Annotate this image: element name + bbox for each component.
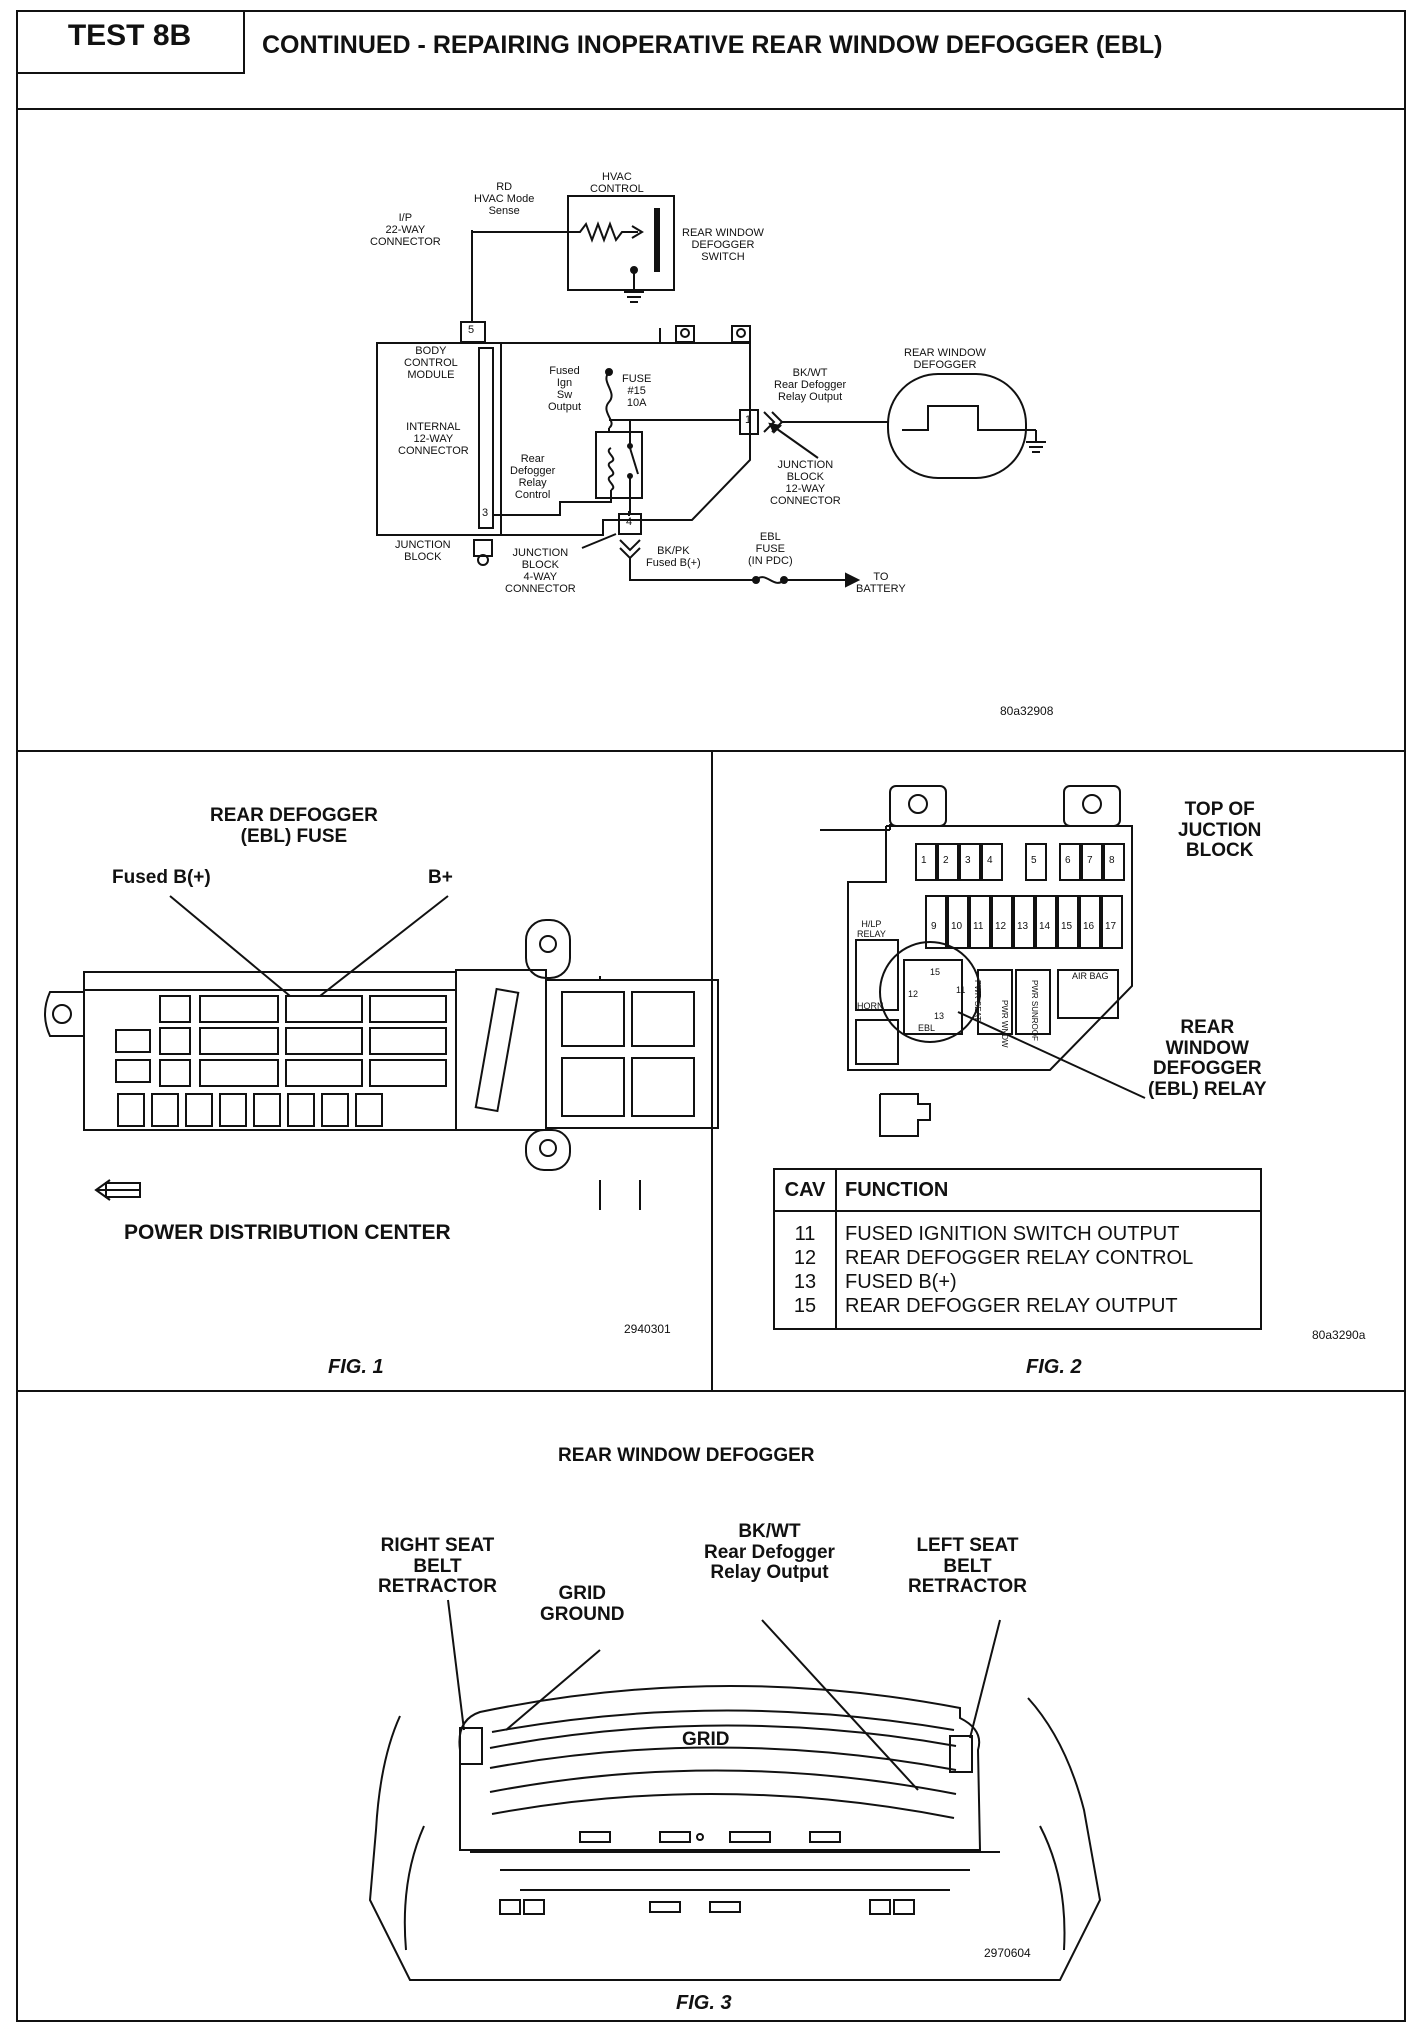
page-title: CONTINUED - REPAIRING INOPERATIVE REAR W… [262,31,1163,59]
ebl-fuse-label: EBL FUSE (IN PDC) [748,531,793,567]
internal-connector-label: INTERNAL 12-WAY CONNECTOR [398,421,469,457]
fig2-label: FIG. 2 [1026,1356,1082,1378]
fig2-pwr-window: PWR WNDW [1000,1000,1009,1048]
pin-1: 1 [745,414,752,426]
fig1-caption: POWER DISTRIBUTION CENTER [124,1221,451,1244]
pdc-drawing [44,895,719,1210]
fuse-number: 17 [1105,921,1117,932]
junction-block-label: JUNCTION BLOCK [395,539,451,563]
cav-cell: 11 [794,1223,816,1245]
header-label-underline [16,72,245,74]
fig2-top-label: TOP OF JUCTION BLOCK [1178,799,1262,862]
fig1-fused-b-label: Fused B(+) [112,867,211,888]
fig2-hlp-relay: H/LP RELAY [857,919,886,939]
function-cell: REAR DEFOGGER RELAY CONTROL [845,1247,1194,1269]
cav-cell: 13 [793,1271,817,1293]
fuse-number: 7 [1087,855,1093,866]
fig2-horn: HORN [857,1001,884,1011]
fig1-b-plus-label: B+ [428,867,453,888]
cav-function-table: CAV FUNCTION 11 12 13 15 FUSED IGNITION … [773,1168,1262,1330]
pin-4: 4 [626,516,633,528]
cav-column: 11 12 13 15 [773,1210,837,1330]
junction-block-drawing [820,785,1146,1137]
fuse-number: 3 [965,855,971,866]
function-column: FUSED IGNITION SWITCH OUTPUT REAR DEFOGG… [835,1210,1262,1330]
figs-divider [16,1390,1406,1392]
fig2-code: 80a3290a [1312,1328,1366,1342]
table-body-row: 11 12 13 15 FUSED IGNITION SWITCH OUTPUT… [773,1210,1262,1330]
car-rear-drawing [368,1599,1102,1981]
pin-3: 3 [482,507,489,519]
function-cell: REAR DEFOGGER RELAY OUTPUT [845,1295,1178,1317]
fuse-number: 15 [1061,921,1073,932]
function-header: FUNCTION [835,1168,1262,1212]
fig3-bkwt-label: BK/WT Rear Defogger Relay Output [704,1521,835,1584]
ip-connector-label: I/P 22-WAY CONNECTOR [370,212,441,248]
fuse-number: 9 [931,921,937,932]
grid-label: GRID [682,1729,730,1750]
fig2-pwr-sunroof: PWR SUNROOF [1030,980,1039,1041]
fuse-number: 4 [987,855,993,866]
fuse-number: 10 [951,921,963,932]
cav-header: CAV [773,1168,837,1212]
rd-sense-label: RD HVAC Mode Sense [474,181,535,217]
fused-ign-label: Fused Ign Sw Output [548,365,582,413]
grid-ground-label: GRID GROUND [540,1583,625,1625]
to-battery-label: TO BATTERY [856,571,906,595]
fuse-number: 6 [1065,855,1071,866]
fig1-label: FIG. 1 [328,1356,384,1378]
pin-5: 5 [468,324,475,336]
jb12-label: JUNCTION BLOCK 12-WAY CONNECTOR [770,459,841,507]
schematic-code: 80a32908 [1000,704,1054,718]
relay-control-label: Rear Defogger Relay Control [510,453,556,501]
fuse-number: 14 [1039,921,1051,932]
fig2-air-bag: AIR BAG [1072,971,1109,981]
cav-cell: 15 [793,1295,817,1317]
fig2-pwr-seat: PWR SEAT [973,980,982,1022]
relay-pin: 15 [930,967,941,977]
fig2-ebl: EBL [918,1023,936,1033]
hvac-control-label: HVAC CONTROL [590,171,644,195]
relay-pin: 11 [956,985,966,995]
fuse-number: 13 [1017,921,1029,932]
fuse-number: 16 [1083,921,1095,932]
right-seat-label: RIGHT SEAT BELT RETRACTOR [378,1535,497,1598]
fuse-number: 2 [943,855,949,866]
relay-pin: 13 [934,1011,945,1021]
test-label: TEST 8B [67,19,192,52]
function-cell: FUSED IGNITION SWITCH OUTPUT [845,1223,1180,1245]
cav-cell: 12 [793,1247,817,1269]
fuse-number: 5 [1031,855,1037,866]
rear-window-defogger-label: REAR WINDOW DEFOGGER [904,347,986,371]
fuse-number: 11 [973,921,984,932]
table-header-row: CAV FUNCTION [773,1168,1262,1212]
bkpk-label: BK/PK Fused B(+) [646,545,701,569]
left-seat-label: LEFT SEAT BELT RETRACTOR [908,1535,1027,1598]
fig3-label: FIG. 3 [676,1992,732,2014]
switch-label: REAR WINDOW DEFOGGER SWITCH [682,227,764,263]
page-frame [16,10,1406,2022]
fig-column-divider [711,750,713,1390]
fig3-title: REAR WINDOW DEFOGGER [558,1445,815,1466]
header-divider [16,108,1406,110]
function-cell: FUSED B(+) [845,1271,957,1293]
fuse-number: 8 [1109,855,1115,866]
fig1-code: 2940301 [624,1322,671,1336]
fig3-code: 2970604 [984,1946,1031,1960]
fig1-title: REAR DEFOGGER (EBL) FUSE [210,805,378,847]
bcm-label: BODY CONTROL MODULE [404,345,458,381]
relay-pin: 12 [908,989,919,999]
jb4-label: JUNCTION BLOCK 4-WAY CONNECTOR [505,547,576,595]
fuse-label: FUSE #15 10A [622,373,652,409]
fuse-number: 1 [921,855,927,866]
header-label-divider [243,10,245,72]
schematic-wiring [376,195,1046,588]
fig2-relay-label: REAR WINDOW DEFOGGER (EBL) RELAY [1148,1017,1267,1100]
bkwt-label: BK/WT Rear Defogger Relay Output [774,367,847,403]
hvac-control-box [567,195,675,291]
fuse-number: 12 [995,921,1007,932]
